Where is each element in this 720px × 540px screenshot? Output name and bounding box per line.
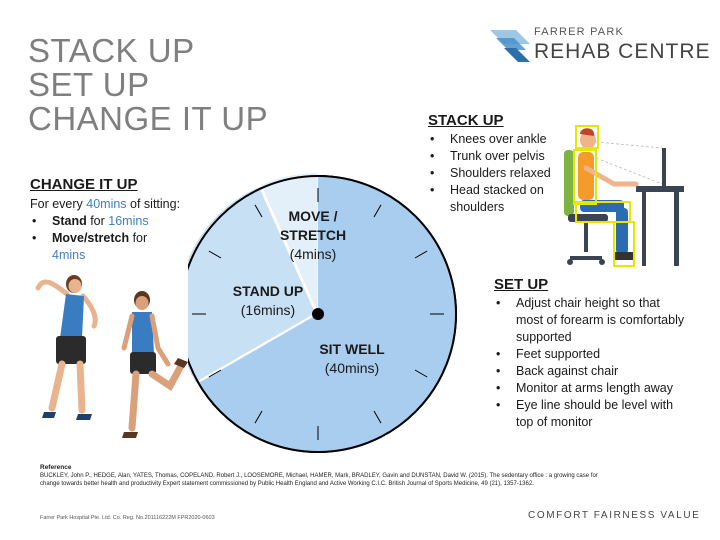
list-item: Stand for 16mins — [30, 213, 210, 230]
logo-top-text: FARRER PARK — [534, 26, 625, 38]
stack-up-heading: STACK UP — [428, 112, 504, 129]
wheel-tick — [208, 369, 222, 378]
wheel-center-dot — [312, 308, 324, 320]
reference: Reference BUCKLEY, John P., HEDGE, Alan,… — [40, 464, 600, 488]
page-title: STACK UP SET UP CHANGE IT UP — [28, 34, 268, 136]
list-item: Back against chair — [494, 363, 690, 380]
change-it-up-section: CHANGE IT UP For every 40mins of sitting… — [30, 176, 210, 264]
reference-heading: Reference — [40, 464, 72, 471]
move-sub: (4mins) — [289, 246, 337, 262]
list-item: Shoulders relaxed — [428, 165, 568, 182]
set-up-heading: SET UP — [494, 276, 549, 293]
time-wheel-chart — [188, 173, 457, 453]
logo-main-text: REHAB CENTRE — [534, 40, 711, 63]
move-label-line2: STRETCH — [279, 227, 347, 243]
sit-label: SIT WELL — [319, 341, 385, 357]
reference-text: BUCKLEY, John P., HEDGE, Alan, YATES, Th… — [40, 473, 598, 487]
list-item: Eye line should be level with top of mon… — [494, 397, 690, 431]
change-it-up-intro: For every 40mins of sitting: — [30, 196, 210, 213]
item-mid: for — [86, 214, 109, 228]
item-bold: Stand — [52, 214, 87, 228]
title-line-3: CHANGE IT UP — [28, 100, 269, 137]
item-bold: Move/stretch — [52, 231, 130, 245]
list-item: Knees over ankle — [428, 131, 568, 148]
wheel-group — [188, 173, 457, 453]
wheel-segment-move — [261, 173, 318, 312]
wheel-segment-sit — [198, 176, 456, 452]
wheel-label-sit: SIT WELL (40mins) — [306, 340, 398, 378]
list-item: Trunk over pelvis — [428, 148, 568, 165]
logo-mark-icon — [490, 30, 530, 62]
wheel-label-move: MOVE / STRETCH (4mins) — [268, 207, 358, 264]
list-item: Feet supported — [494, 346, 690, 363]
change-it-up-heading: CHANGE IT UP — [30, 176, 138, 193]
title-line-2: SET UP — [28, 66, 150, 103]
footer-registration: Farrer Park Hospital Pte. Ltd. Co. Reg. … — [40, 515, 215, 521]
item-highlight: 16mins — [108, 214, 149, 228]
sit-sub: (40mins) — [324, 360, 380, 376]
wheel-tick — [208, 250, 222, 259]
list-item: Monitor at arms length away — [494, 380, 690, 397]
item-highlight: 4mins — [52, 248, 86, 262]
set-up-list: Adjust chair height so that most of fore… — [494, 295, 690, 431]
desk-posture-illustration — [564, 125, 684, 267]
wheel-label-stand: STAND UP (16mins) — [222, 282, 314, 320]
item-mid: for — [129, 231, 148, 245]
intro-pre: For every — [30, 197, 87, 211]
wheel-tick — [414, 369, 428, 378]
wheel-tick — [254, 410, 263, 424]
intro-highlight: 40mins — [86, 197, 127, 211]
wheel-segment-stand — [188, 187, 316, 383]
list-item: Move/stretch for 4mins — [30, 230, 210, 264]
wheel-tick — [373, 204, 382, 218]
stack-up-list: Knees over ankle Trunk over pelvis Shoul… — [428, 131, 568, 216]
set-up-section: SET UP Adjust chair height so that most … — [494, 276, 690, 431]
list-item: Head stacked on shoulders — [428, 182, 568, 216]
stack-up-section: STACK UP Knees over ankle Trunk over pel… — [428, 112, 568, 216]
stand-label: STAND UP — [232, 283, 304, 299]
list-item: Adjust chair height so that most of fore… — [494, 295, 690, 346]
change-it-up-list: Stand for 16mins Move/stretch for 4mins — [30, 213, 210, 264]
logo: FARRER PARK REHAB CENTRE — [490, 26, 710, 70]
title-line-1: STACK UP — [28, 32, 195, 69]
wheel-tick — [373, 410, 382, 424]
stand-sub: (16mins) — [240, 302, 296, 318]
wheel-outline-top — [188, 175, 457, 453]
move-label-line1: MOVE / — [288, 208, 338, 224]
wheel-tick — [414, 250, 428, 259]
wheel-tick — [254, 204, 263, 218]
footer-tagline: COMFORT FAIRNESS VALUE — [528, 510, 701, 521]
intro-post: of sitting: — [126, 197, 181, 211]
stretching-people-illustration — [35, 275, 188, 438]
